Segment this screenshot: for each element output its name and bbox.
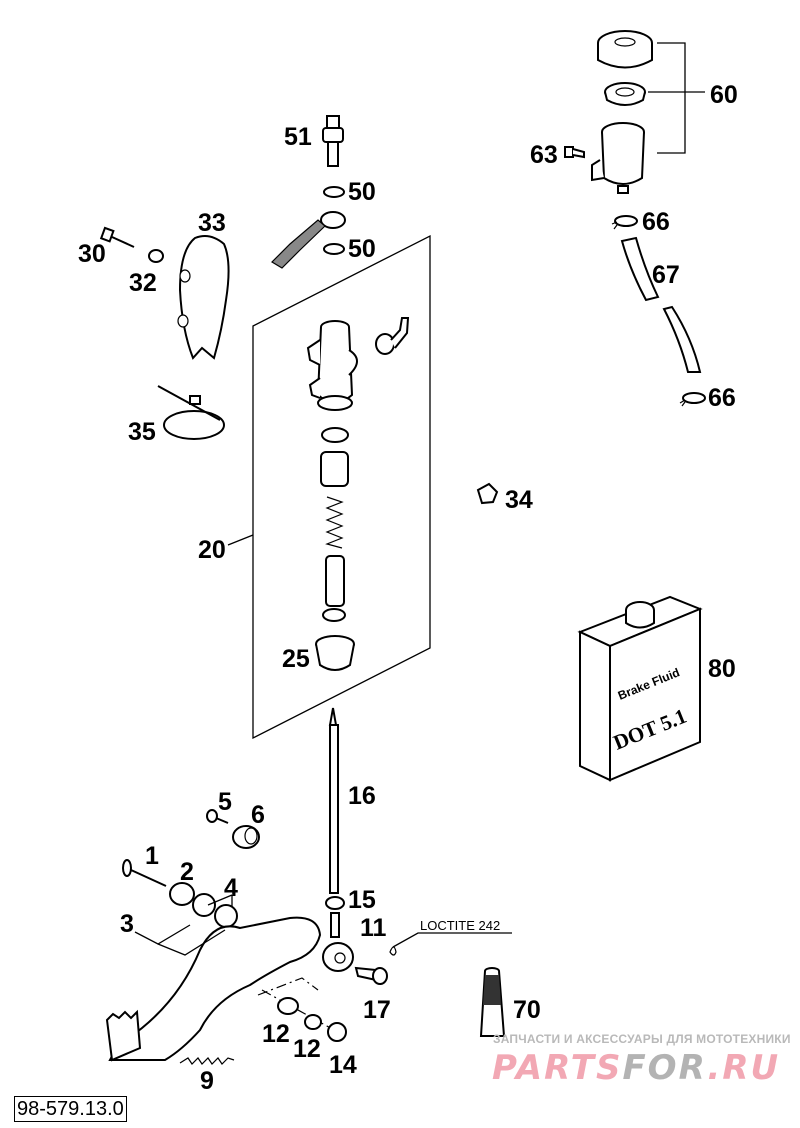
callout-70: 70 xyxy=(513,996,541,1024)
callout-63: 63 xyxy=(530,141,558,169)
return-spring-9[interactable] xyxy=(179,1057,235,1065)
callout-60: 60 xyxy=(710,81,738,109)
washer-12b[interactable] xyxy=(304,1014,322,1030)
callout-34: 34 xyxy=(505,486,533,514)
piston[interactable] xyxy=(325,555,345,607)
nut-32[interactable] xyxy=(148,249,164,263)
washer-12a[interactable] xyxy=(277,997,299,1015)
brake-pedal-3[interactable] xyxy=(108,916,322,1061)
bolt-1[interactable] xyxy=(122,859,167,887)
callout-50b: 50 xyxy=(348,235,376,263)
protector-33[interactable] xyxy=(178,235,230,360)
hose-67[interactable] xyxy=(620,236,702,373)
clevis-11[interactable] xyxy=(322,942,354,972)
loctite-tube-70[interactable] xyxy=(479,967,506,1037)
brake-fluid-can-80[interactable]: Brake Fluid DOT 5.1 xyxy=(577,595,703,782)
hose-clamp-66-bottom[interactable] xyxy=(679,392,706,407)
callout-66a: 66 xyxy=(642,208,670,236)
callout-80: 80 xyxy=(708,655,736,683)
push-rod-16[interactable] xyxy=(328,707,339,894)
loctite-drop xyxy=(389,946,397,956)
callout-66b: 66 xyxy=(708,384,736,412)
bolt-30[interactable] xyxy=(99,226,135,248)
reservoir-cap[interactable] xyxy=(597,30,653,69)
centerline xyxy=(257,977,319,996)
watermark-logo-ru: .RU xyxy=(707,1048,781,1088)
nut-14[interactable] xyxy=(327,1022,347,1042)
washer-2[interactable] xyxy=(169,882,195,906)
callout-3: 3 xyxy=(120,910,134,938)
leader-3 xyxy=(134,924,191,945)
watermark-subtitle: ЗАПЧАСТИ И АКСЕССУАРЫ ДЛЯ МОТОТЕХНИКИ xyxy=(493,1032,791,1046)
callout-12a: 12 xyxy=(262,1020,290,1048)
master-cylinder-body[interactable] xyxy=(306,320,358,411)
pedal-tip[interactable] xyxy=(105,1009,142,1062)
callout-67: 67 xyxy=(652,261,680,289)
bearing-4a[interactable] xyxy=(192,893,216,917)
callout-1: 1 xyxy=(145,842,159,870)
sealing-ring-50-bottom[interactable] xyxy=(323,243,345,255)
callout-20: 20 xyxy=(198,536,226,564)
leader-20 xyxy=(227,534,254,546)
callout-5: 5 xyxy=(218,788,232,816)
nut-34[interactable] xyxy=(476,482,499,505)
master-cylinder-group-frame xyxy=(252,234,431,740)
screw-63[interactable] xyxy=(564,146,585,159)
bushing-6[interactable] xyxy=(232,825,260,849)
sleeve[interactable] xyxy=(320,451,349,487)
reservoir-body[interactable] xyxy=(591,122,645,194)
callout-35: 35 xyxy=(128,418,156,446)
dust-boot-25[interactable] xyxy=(315,635,355,671)
watermark-logo-for: FOR xyxy=(622,1048,708,1088)
leader-60 xyxy=(657,42,686,154)
bolt-17[interactable] xyxy=(354,966,388,985)
brake-light-switch-51[interactable] xyxy=(322,115,344,167)
callout-15: 15 xyxy=(348,886,376,914)
banjo-fitting[interactable] xyxy=(271,211,346,269)
callout-25: 25 xyxy=(282,645,310,673)
callout-9: 9 xyxy=(200,1067,214,1095)
sealing-ring-50-top[interactable] xyxy=(323,186,345,198)
loctite-annotation: LOCTITE 242 xyxy=(420,918,500,933)
callout-51: 51 xyxy=(284,123,312,151)
screw-5[interactable] xyxy=(206,809,229,824)
bearing-4b[interactable] xyxy=(214,904,238,928)
thread-rod[interactable] xyxy=(330,912,340,938)
callout-17: 17 xyxy=(363,996,391,1024)
spring[interactable] xyxy=(325,496,344,549)
diagram-reference-code: 98-579.13.0 xyxy=(14,1096,127,1122)
elbow-fitting[interactable] xyxy=(375,317,410,355)
callout-50a: 50 xyxy=(348,178,376,206)
reservoir-diaphragm[interactable] xyxy=(604,82,646,106)
lock-nut-15[interactable] xyxy=(325,896,345,910)
callout-4: 4 xyxy=(224,874,238,902)
callout-6: 6 xyxy=(251,801,265,829)
callout-32: 32 xyxy=(129,269,157,297)
callout-33: 33 xyxy=(198,209,226,237)
callout-12b: 12 xyxy=(293,1035,321,1063)
callout-30: 30 xyxy=(78,240,106,268)
leader-loctite xyxy=(392,932,512,948)
callout-16: 16 xyxy=(348,782,376,810)
o-ring[interactable] xyxy=(321,427,349,443)
watermark-logo: PARTSFOR.RU xyxy=(492,1048,780,1088)
circlip[interactable] xyxy=(322,608,346,622)
callout-2: 2 xyxy=(180,858,194,886)
callout-11: 11 xyxy=(360,914,387,942)
hose-clamp-66-top[interactable] xyxy=(611,215,638,230)
watermark-logo-parts: PARTS xyxy=(492,1048,623,1088)
cable-tie-35[interactable] xyxy=(157,385,225,440)
callout-14: 14 xyxy=(329,1051,357,1079)
